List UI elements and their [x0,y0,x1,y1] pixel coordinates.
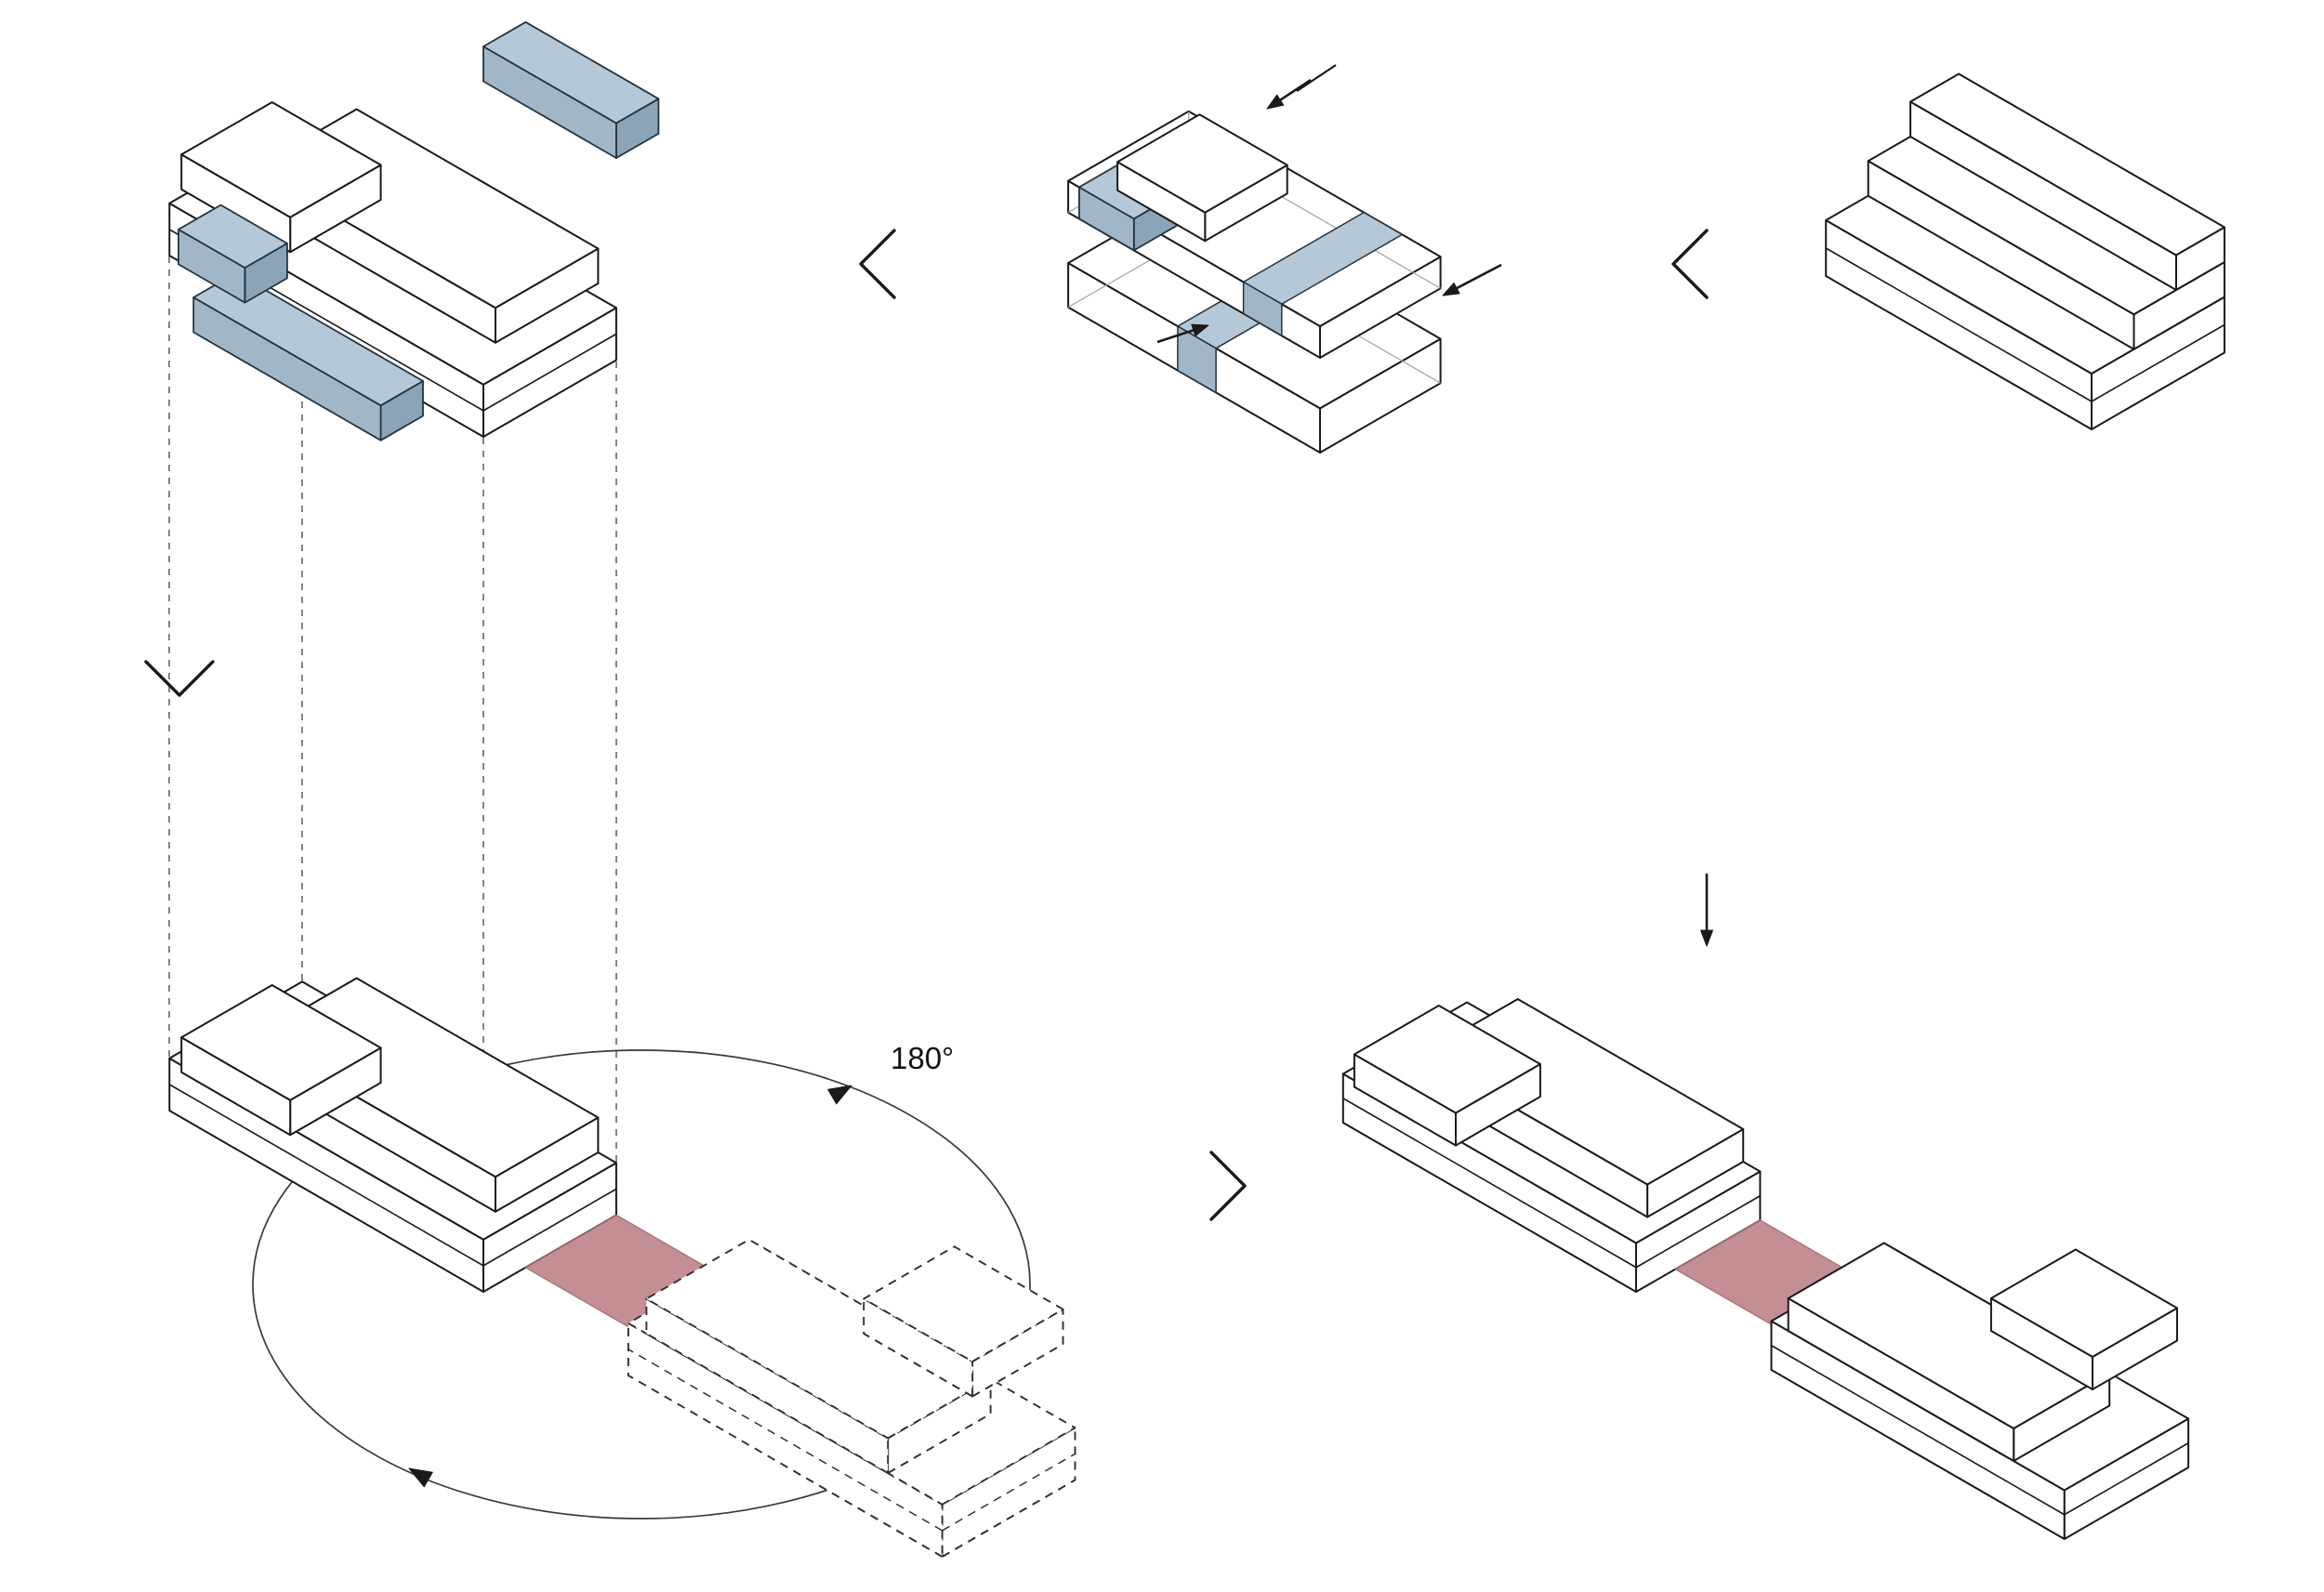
rotation-arrowhead-icon [827,1085,852,1105]
cut-band [1242,211,1404,336]
carve-arrow-right [1442,263,1502,296]
top-box [1989,1248,2178,1390]
mass-left [1341,998,1762,1293]
carve-arrow-top [1266,78,1312,110]
face [180,984,382,1101]
edge [2064,1442,2189,1516]
face [1191,323,1209,336]
mass-right [1770,1242,2190,1540]
figure-exploded-extraction [168,20,660,441]
edge [1342,1098,1637,1269]
chevron-right-icon [1209,1151,1247,1221]
figure-final-assembly [1341,874,2190,1540]
edge [482,333,617,412]
top-box [1116,113,1288,243]
face [827,1085,852,1105]
face [1116,113,1288,214]
face [1353,1005,1541,1114]
chevron-down-icon [144,660,215,697]
face [482,20,660,125]
face [863,1245,1064,1362]
top-box [180,984,382,1137]
face [863,1297,974,1398]
face [1177,325,1217,394]
top-box [863,1245,1064,1398]
extracted-bar-top [482,20,660,159]
chevron-left-icon [859,229,896,299]
middle-tier [645,1238,992,1474]
face [1787,1242,2111,1429]
mass-right-dashed [627,1238,1076,1558]
top-tier [1909,72,2225,291]
sequence-chevrons [144,229,1709,1221]
edge [1771,1345,2066,1516]
rotation-arrowhead-icon [408,1467,433,1488]
edge [1825,247,2093,402]
top-box [180,101,382,254]
edge [482,1188,617,1267]
rotation-angle-label: 180° [891,1041,954,1075]
face [645,1238,992,1440]
edge [942,1453,1076,1532]
face [1700,929,1713,947]
edge [627,1349,944,1532]
face [1909,72,2225,257]
edge [1448,263,1502,294]
rotation-path-ellipse [252,1049,1031,1520]
face [1442,282,1460,296]
edge [1296,64,1337,92]
face [1242,281,1283,336]
figure-rotation-step [168,977,1076,1558]
face [408,1467,433,1488]
figure-initial-mass [1825,72,2225,430]
placement-arrow-icon [1700,874,1713,947]
carve-arrow-left [1156,323,1209,344]
face [178,204,288,270]
extracted-bar-long [192,271,424,441]
top-box [1353,1005,1541,1147]
edge [168,1084,484,1267]
face [1989,1248,2178,1358]
face [180,101,382,218]
chevron-left-icon [1671,229,1709,299]
figure-carve-diagram [1067,64,1502,454]
edge [2091,323,2225,402]
face [1266,94,1285,110]
edge [1635,1195,1761,1269]
extracted-bar-small [178,204,288,304]
mass-left [168,977,617,1293]
